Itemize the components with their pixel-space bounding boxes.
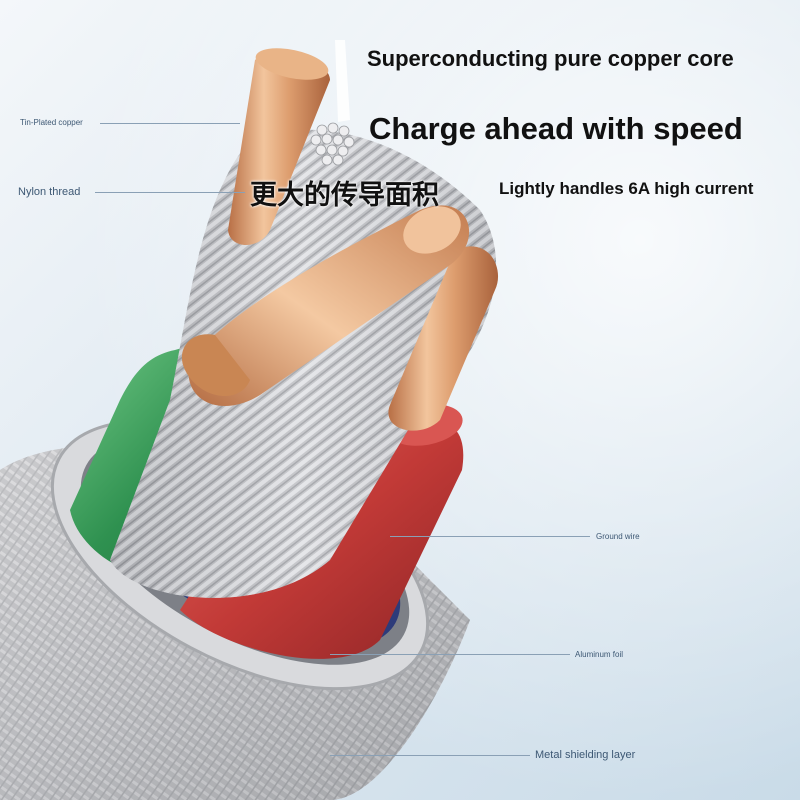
- headline-superconducting: Superconducting pure copper core: [367, 46, 734, 71]
- leader-line-nylon: [95, 192, 245, 193]
- label-ground-wire: Ground wire: [596, 532, 640, 541]
- leader-line-metal-shielding: [330, 755, 530, 756]
- headline-charge-ahead: Charge ahead with speed: [369, 111, 743, 146]
- label-metal-shielding-layer: Metal shielding layer: [535, 749, 636, 761]
- headline-chinese-conduction-area: 更大的传导面积: [250, 180, 439, 211]
- label-tin-plated-copper: Tin-Plated copper: [20, 118, 83, 127]
- label-nylon-thread: Nylon thread: [18, 186, 81, 198]
- label-aluminum-foil: Aluminum foil: [575, 650, 624, 659]
- leader-line-aluminum: [330, 654, 570, 655]
- leader-line-ground: [390, 536, 590, 537]
- leader-line-tin-plated: [100, 123, 240, 124]
- copper-core-rods: [181, 48, 499, 431]
- headline-6a-current: Lightly handles 6A high current: [499, 179, 754, 198]
- nylon-thread: [335, 40, 350, 122]
